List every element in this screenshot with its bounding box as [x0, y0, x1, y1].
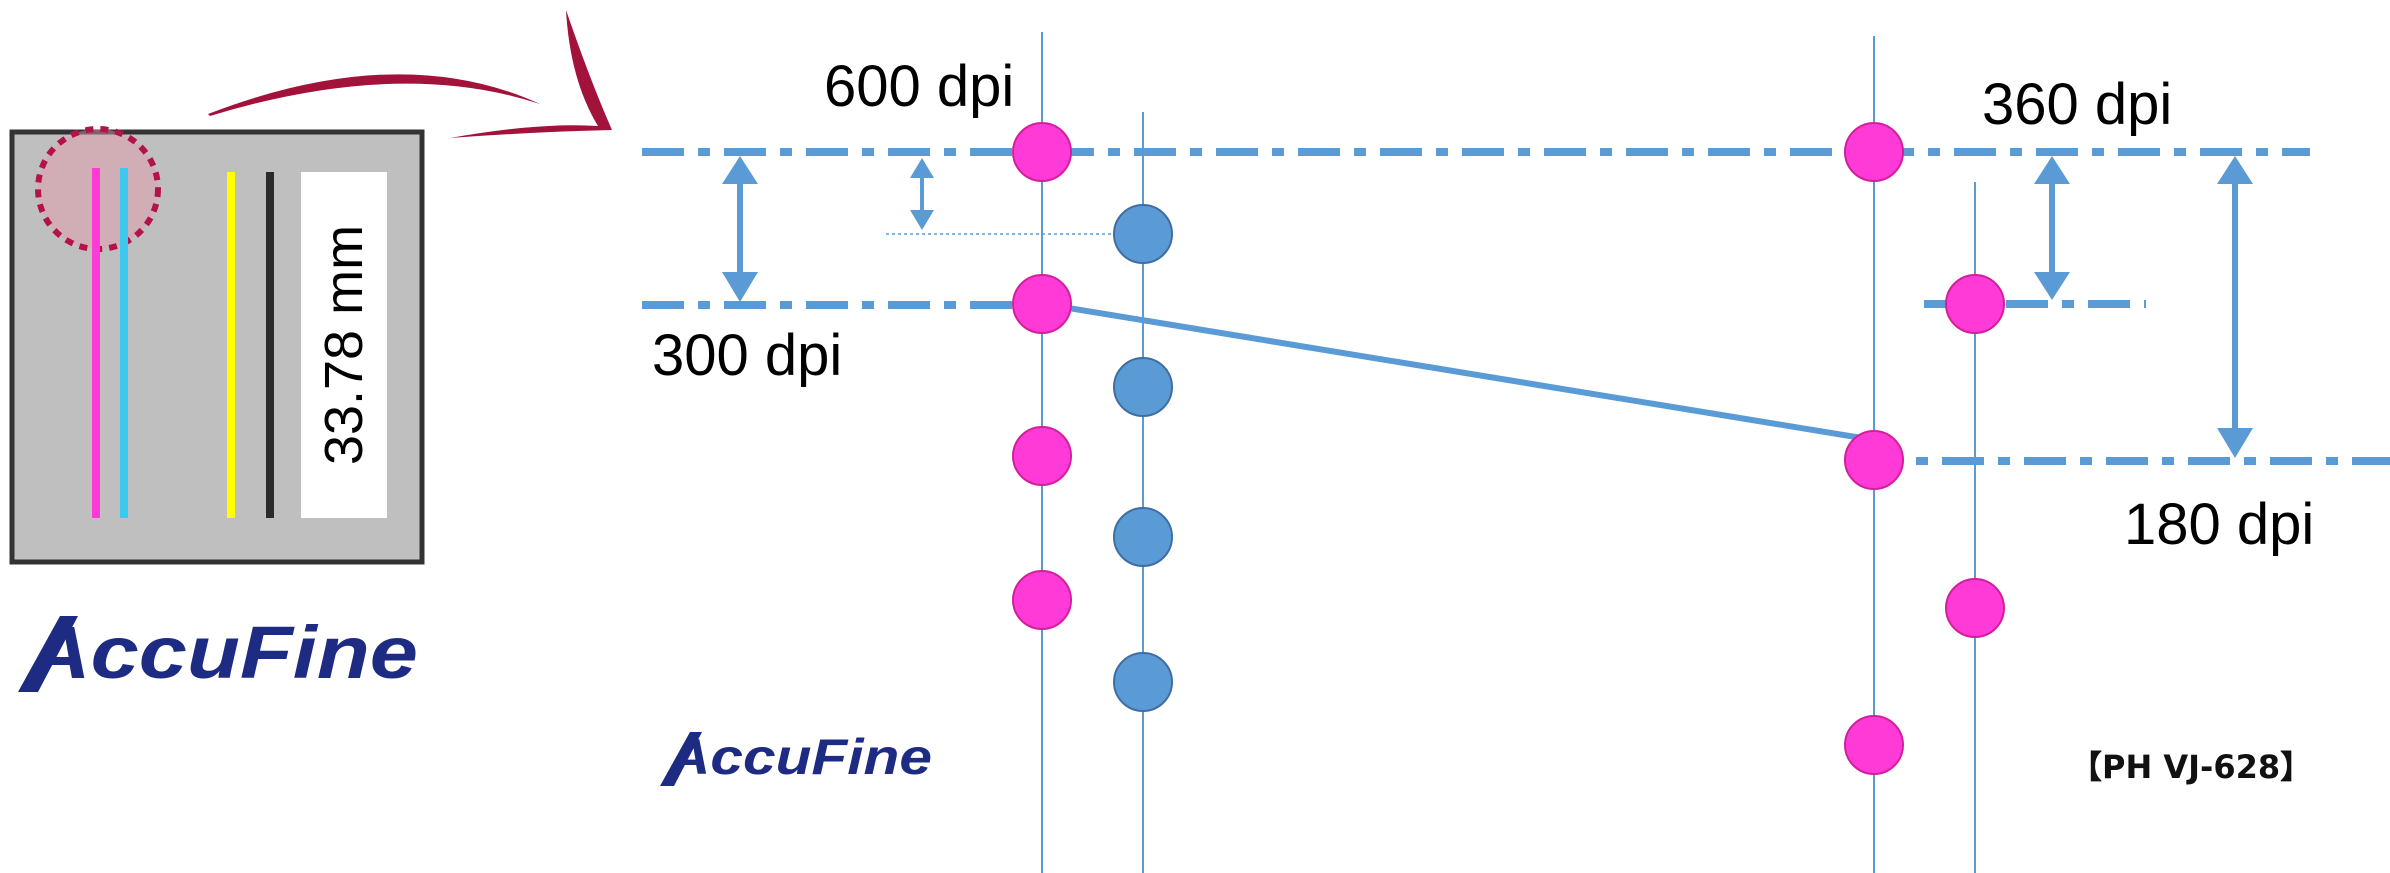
zoom-arrow: [208, 10, 612, 138]
nozzle-columns: [1041, 32, 1976, 873]
blue-dot: [1113, 507, 1173, 567]
magenta-dot: [1012, 274, 1072, 334]
printhead-width-label: 33.78 mm: [314, 225, 374, 465]
zoom-arrow-head: [450, 10, 612, 138]
blue-dots: [1113, 204, 1173, 712]
magenta-dot: [1844, 122, 1904, 182]
blue-dot: [1113, 357, 1173, 417]
zoom-arrow-curve: [208, 74, 540, 116]
magenta-dot: [1945, 274, 2005, 334]
row-connector-line: [1043, 301, 1875, 443]
label-600dpi: 600 dpi: [824, 54, 1014, 119]
logo-large-text: AccuFine: [26, 611, 418, 694]
label-300dpi: 300 dpi: [652, 323, 842, 388]
logo-small-swoosh: [660, 732, 702, 786]
magenta-dot: [1012, 570, 1072, 630]
label-180dpi: 180 dpi: [2124, 492, 2314, 557]
pitch-arrows: [722, 156, 2253, 458]
reference-lines: [642, 148, 2390, 465]
magenta-dot: [1945, 578, 2005, 638]
magenta-dot: [1844, 715, 1904, 775]
magenta-dots: [1012, 122, 2005, 775]
label-360dpi: 360 dpi: [1982, 72, 2172, 137]
magenta-dot: [1012, 426, 1072, 486]
printhead-illustration: 33.78 mm: [9, 126, 425, 565]
blue-dot: [1113, 652, 1173, 712]
accufine-logo-small: AccuFine: [660, 729, 932, 786]
logo-small-text: AccuFine: [666, 729, 932, 785]
blue-dot: [1113, 204, 1173, 264]
arrow-360dpi: [2034, 156, 2070, 300]
magenta-dot: [1844, 430, 1904, 490]
arrow-180dpi: [2217, 156, 2253, 458]
accufine-logo-large: AccuFine: [18, 611, 418, 694]
magenta-dot: [1012, 122, 1072, 182]
arrow-300dpi: [722, 156, 758, 302]
logo-large-swoosh: [18, 616, 78, 692]
model-code: 【PH VJ-628】: [2070, 748, 2312, 786]
arrow-600dpi: [910, 158, 934, 230]
width-label-box: [301, 172, 387, 518]
